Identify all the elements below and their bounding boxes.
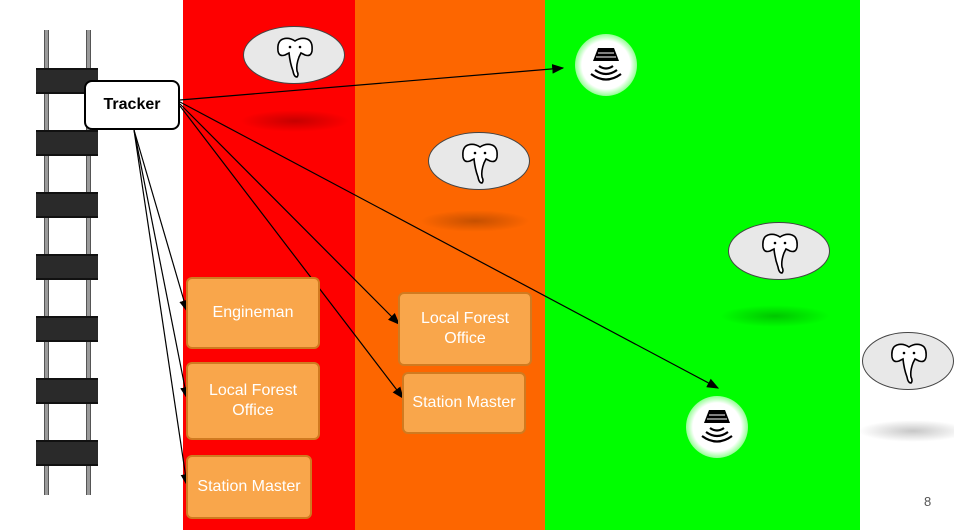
recipient-label: Engineman	[212, 304, 294, 321]
orange-zone	[355, 0, 545, 530]
arrow-to-red-station-master	[133, 129, 191, 487]
alarm-sensor-icon	[686, 396, 748, 458]
arrow-to-orange-forest-office	[179, 103, 400, 325]
recipient-label: Local Forest Office	[420, 310, 510, 347]
recipient-label: Local Forest Office	[208, 382, 298, 419]
arrow-to-red-forest-office	[133, 129, 190, 400]
elephant-shadow	[720, 305, 830, 327]
elephant-icon	[243, 26, 345, 84]
alarm-sensor-icon	[575, 34, 637, 96]
tracker-node: Tracker	[84, 80, 180, 130]
elephant-icon	[728, 222, 830, 280]
tracker-label: Tracker	[103, 96, 161, 113]
elephant-shadow	[420, 210, 530, 232]
page-number: 8	[924, 494, 932, 509]
red-engineman-box: Engineman	[186, 277, 320, 349]
red-local-forest-office-box: Local Forest Office	[186, 362, 320, 440]
elephant-shadow	[858, 420, 954, 442]
arrow-to-engineman	[133, 129, 189, 313]
elephant-icon	[428, 132, 530, 190]
recipient-label: Station Master	[197, 478, 301, 495]
red-station-master-box: Station Master	[186, 455, 312, 519]
elephant-shadow	[240, 110, 350, 132]
orange-local-forest-office-box: Local Forest Office	[398, 292, 532, 366]
arrow-to-sensor-bottom	[179, 101, 720, 389]
orange-station-master-box: Station Master	[402, 372, 526, 434]
elephant-icon	[862, 332, 954, 390]
arrow-to-sensor-top	[179, 64, 565, 101]
recipient-label: Station Master	[412, 394, 516, 411]
arrow-to-orange-station-master	[179, 105, 404, 399]
